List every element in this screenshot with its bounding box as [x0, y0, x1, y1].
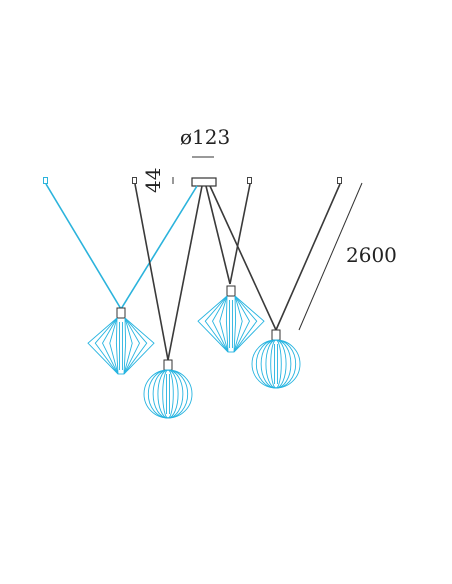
globe-lamp-right-socket	[271, 329, 281, 341]
dark-cable-hook3	[229, 183, 251, 285]
globe-lamp-left-socket	[163, 359, 173, 371]
ceiling-canopy	[191, 177, 217, 187]
hook-1	[43, 177, 48, 184]
diamond-lamp-right	[197, 285, 265, 353]
globe-lamp-right	[251, 329, 301, 389]
diamond-lamp-left-socket	[116, 307, 126, 319]
globe-lamp-left	[143, 359, 193, 419]
diameter-label: ø123	[180, 125, 230, 149]
hook-2	[132, 177, 137, 184]
diamond-lamp-right-socket	[226, 285, 236, 297]
hook-4	[337, 177, 342, 184]
height-label: 44	[141, 168, 165, 193]
dark-cable-hook2	[134, 183, 169, 361]
diamond-lamp-left	[87, 307, 155, 375]
dark-cable-canopy-diamond2	[205, 185, 231, 285]
cables	[45, 183, 341, 361]
dark-cable-canopy-globe2	[209, 185, 277, 331]
blue-cable-left	[45, 183, 122, 310]
pendant-lamps	[87, 285, 301, 419]
ceiling-hooks	[43, 177, 342, 184]
dark-cable-hook4	[275, 183, 341, 331]
hook-3	[247, 177, 252, 184]
length-label: 2600	[346, 243, 397, 267]
blue-cable-canopy	[120, 185, 198, 310]
length-dimension-line	[298, 182, 363, 331]
dark-cable-canopy-globe1	[167, 185, 203, 361]
